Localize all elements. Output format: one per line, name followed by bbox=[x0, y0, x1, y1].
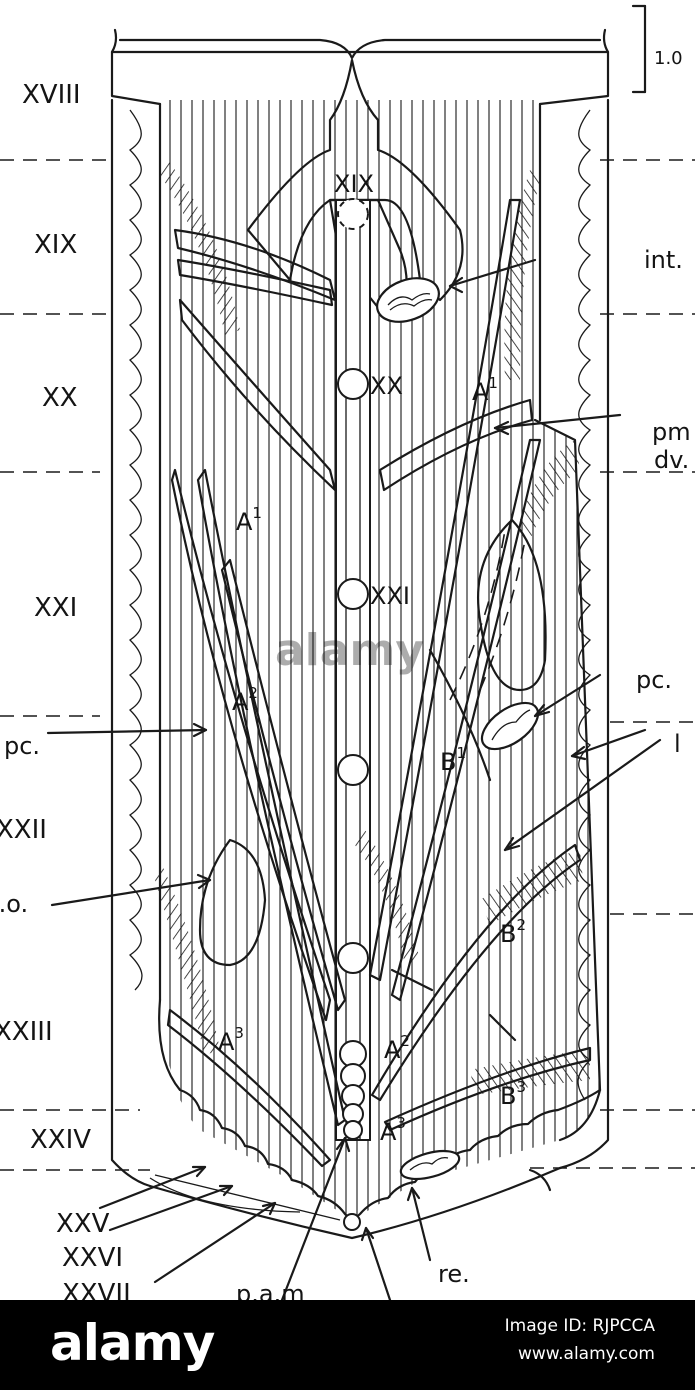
muscle-label-b3: B3 bbox=[500, 1078, 526, 1110]
footer-image-code: Image ID: RJPCCA bbox=[504, 1316, 655, 1336]
scale-bar: 1.0 bbox=[631, 4, 683, 94]
segment-label-xxvi: XXVI bbox=[62, 1243, 123, 1273]
scale-bar-label: 1.0 bbox=[654, 48, 683, 69]
label-pam: p.a.m bbox=[236, 1280, 305, 1300]
footer-url: www.alamy.com bbox=[517, 1344, 655, 1364]
muscle-label-a3-right: A3 bbox=[380, 1114, 406, 1146]
muscle-label-b2: B2 bbox=[500, 916, 526, 948]
segment-boundaries bbox=[0, 159, 695, 1171]
ganglion-label-xxi: XXI bbox=[370, 582, 410, 610]
anatomical-diagram: 1.0 bbox=[0, 4, 695, 1300]
label-int: int. bbox=[644, 246, 683, 274]
segment-label-xviii: XVIII bbox=[22, 80, 81, 110]
stock-footer-bar: alamy Image ID: RJPCCA www.alamy.com bbox=[0, 1300, 695, 1390]
segment-label-xxi: XXI bbox=[34, 593, 77, 623]
segment-label-xxiii: XXIII bbox=[0, 1017, 53, 1047]
label-l: l bbox=[674, 730, 681, 758]
label-pc-left: pc. bbox=[4, 732, 40, 760]
muscle-label-a1-upper: A1 bbox=[472, 374, 498, 406]
muscle-labels: A1 A1 A2 A2 A3 A3 B1 B2 B3 bbox=[218, 374, 526, 1146]
footer-brand-logo: alamy bbox=[50, 1314, 215, 1372]
lateral-organs bbox=[198, 518, 547, 967]
segment-label-xix: XIX bbox=[34, 230, 77, 260]
muscle-label-a2-right: A2 bbox=[384, 1032, 410, 1064]
muscle-label-a1-lower: A1 bbox=[236, 504, 262, 536]
body-wall bbox=[110, 28, 610, 1188]
sectioned-structures bbox=[376, 277, 540, 1181]
muscle-label-a3-left: A3 bbox=[218, 1024, 244, 1056]
ganglia bbox=[337, 198, 369, 1231]
ganglion-label-xx: XX bbox=[370, 372, 403, 400]
muscle-label-a2-left: A2 bbox=[232, 684, 258, 716]
label-re: re. bbox=[438, 1260, 470, 1288]
watermark: alamy bbox=[275, 625, 424, 676]
label-dv: dv. bbox=[654, 446, 689, 474]
label-pm: pm bbox=[652, 418, 691, 446]
ganglion-labels: XIX XX XXI bbox=[334, 170, 410, 610]
segment-label-xx: XX bbox=[42, 383, 78, 413]
watermark-text: alamy bbox=[275, 625, 424, 676]
segment-label-xxvii: XXVII bbox=[62, 1279, 131, 1300]
oblique-muscles bbox=[155, 160, 592, 1168]
segment-label-xxv: XXV bbox=[56, 1209, 110, 1239]
label-pc-right: pc. bbox=[636, 666, 672, 694]
structure-labels: int. pm dv. pc. pc. l l.o. re. p.a.m bbox=[0, 246, 691, 1300]
segment-label-xxii: XXII bbox=[0, 815, 47, 845]
segment-labels: XVIII XIX XX XXI XXII XXIII XXIV XXV XXV… bbox=[0, 80, 131, 1300]
label-lo: l.o. bbox=[0, 890, 28, 918]
ganglion-label-xix: XIX bbox=[334, 170, 374, 198]
muscle-label-b1: B1 bbox=[440, 744, 466, 776]
segment-label-xxiv: XXIV bbox=[30, 1125, 91, 1155]
leader-lines bbox=[46, 258, 662, 1300]
